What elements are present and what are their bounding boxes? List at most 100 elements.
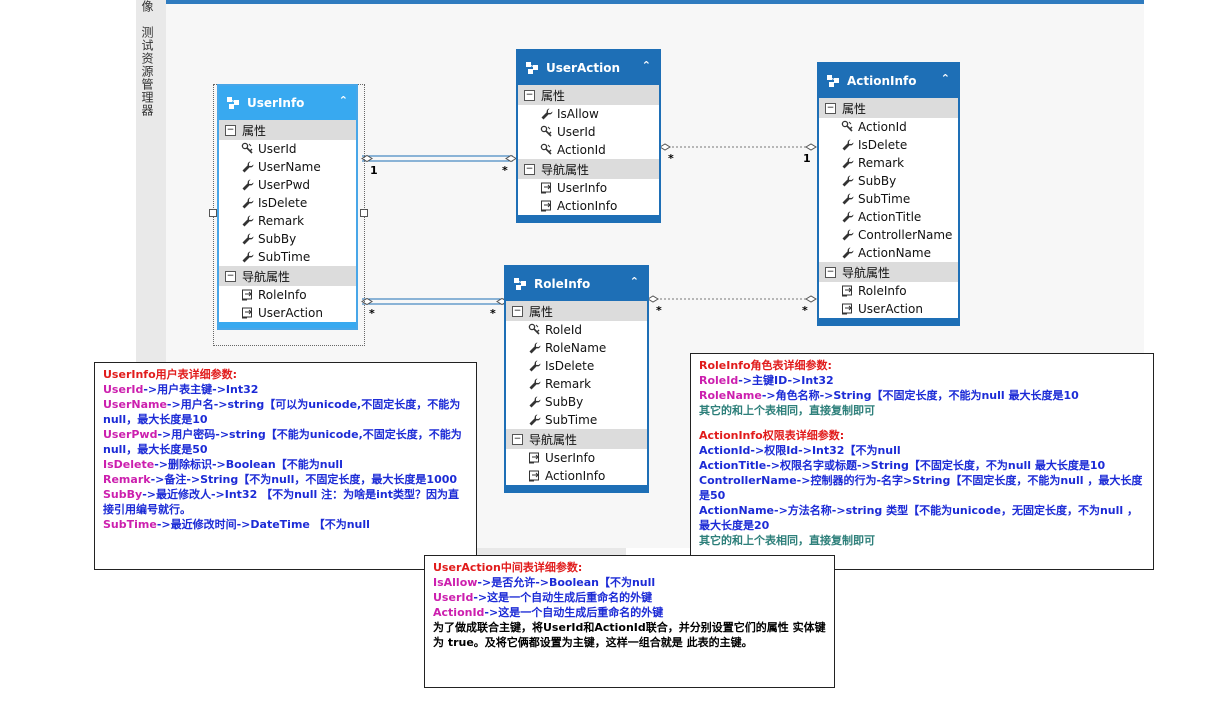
note-text: ->备注->String【不为null，不固定长度，最大长度是1000 [150,473,458,486]
note-text: ->最近修改人->Int32 【不为null 注：为啥是int类型？因为直接引用… [103,488,459,516]
entity-header[interactable]: RoleInfo⌃ [506,267,647,301]
scalar-property[interactable]: RoleId [506,321,647,339]
properties-section-header[interactable]: −属性 [819,98,958,118]
property-name: ActionTitle [858,210,922,224]
navigation-property[interactable]: UserAction [819,300,958,318]
navigation-section-header[interactable]: −导航属性 [506,429,647,449]
note-text: ->角色名称->String【不固定长度，不能为null 最大长度是10 [761,389,1079,402]
note-text: SubBy [103,488,143,501]
navigation-section-header[interactable]: −导航属性 [219,266,356,286]
properties-section-header[interactable]: −属性 [506,301,647,321]
note-text: 为了做成联合主键，将UserId和ActionId联合，并分别设置它们的属性 实… [433,621,830,649]
scalar-property[interactable]: ActionTitle [819,208,958,226]
entity-header[interactable]: UserAction⌃ [518,51,659,85]
navigation-property[interactable]: UserAction [219,304,356,322]
scalar-property[interactable]: IsDelete [219,194,356,212]
key-property-icon [841,120,855,134]
note-text: ->删除标识->Boolean【不能为null [154,458,343,471]
note-text: ActionId [433,606,485,619]
chevron-up-icon[interactable]: ⌃ [338,94,348,107]
scalar-property[interactable]: UserId [518,123,659,141]
chevron-up-icon[interactable]: ⌃ [641,59,651,72]
scalar-property[interactable]: ControllerName [819,226,958,244]
wrench-property-icon [841,246,855,260]
navigation-section-header[interactable]: −导航属性 [518,159,659,179]
note-line: ActionName->方法名称->string 类型【不能为unicode，无… [699,503,1145,533]
wrench-property-icon [241,196,255,210]
collapse-toggle-icon[interactable]: − [225,270,236,282]
scalar-property[interactable]: Remark [506,375,647,393]
collapse-toggle-icon[interactable]: − [524,163,535,175]
navigation-property-icon [528,469,542,483]
note-text: ->最近修改时间->DateTime 【不为null [156,518,370,531]
properties-section-header[interactable]: −属性 [518,85,659,105]
chevron-up-icon[interactable]: ⌃ [629,275,639,288]
scalar-property[interactable]: SubBy [219,230,356,248]
collapse-toggle-icon[interactable]: − [512,433,523,445]
navigation-property[interactable]: ActionInfo [518,197,659,215]
note-line: IsDelete->删除标识->Boolean【不能为null [103,457,468,472]
scalar-property[interactable]: IsAllow [518,105,659,123]
note-text: ->这是一个自动生成后重命名的外键 [484,606,664,619]
scalar-property[interactable]: SubTime [219,248,356,266]
resize-handle-left[interactable] [209,209,217,217]
navigation-property[interactable]: UserInfo [506,449,647,467]
side-tab-test-explorer[interactable]: 测试资源管理器 [140,26,154,117]
collapse-toggle-icon[interactable]: − [825,102,836,114]
scalar-property[interactable]: Remark [219,212,356,230]
key-property-icon [528,323,542,337]
scalar-property[interactable]: UserId [219,140,356,158]
association-userinfo-useraction[interactable] [361,154,517,163]
scalar-property[interactable]: IsDelete [506,357,647,375]
scalar-property[interactable]: ActionId [819,118,958,136]
entity-type-icon [513,277,527,291]
scalar-property[interactable]: ActionId [518,141,659,159]
side-tab-0[interactable]: 像 [140,0,154,13]
collapse-toggle-icon[interactable]: − [524,89,535,101]
collapse-toggle-icon[interactable]: − [225,124,236,136]
navigation-property[interactable]: ActionInfo [506,467,647,485]
entity-footer [819,318,958,324]
properties-section-header[interactable]: −属性 [219,120,356,140]
note-text: Remark [103,473,151,486]
navigation-property-icon [528,451,542,465]
property-name: RoleId [545,323,583,337]
association-userinfo-roleinfo[interactable] [361,297,508,306]
navigation-section-header[interactable]: −导航属性 [819,262,958,282]
scalar-property[interactable]: RoleName [506,339,647,357]
property-name: SubTime [858,192,911,206]
navigation-property[interactable]: UserInfo [518,179,659,197]
resize-handle-right[interactable] [360,209,368,217]
scalar-property[interactable]: SubBy [819,172,958,190]
chevron-up-icon[interactable]: ⌃ [940,72,950,85]
entity-header[interactable]: UserInfo⌃ [219,86,356,120]
navigation-name: UserInfo [557,181,608,195]
scalar-property[interactable]: SubTime [506,411,647,429]
scalar-property[interactable]: SubTime [819,190,958,208]
scalar-property[interactable]: SubBy [506,393,647,411]
note-useraction-params: UserAction中间表详细参数:IsAllow->是否允许->Boolean… [424,555,835,688]
scalar-property[interactable]: ActionName [819,244,958,262]
property-name: Remark [545,377,592,391]
scalar-property[interactable]: UserPwd [219,176,356,194]
navigation-property[interactable]: RoleInfo [219,286,356,304]
collapse-toggle-icon[interactable]: − [825,266,836,278]
navigation-property[interactable]: RoleInfo [819,282,958,300]
entity-header[interactable]: ActionInfo⌃ [819,64,958,98]
scalar-property[interactable]: IsDelete [819,136,958,154]
scalar-property[interactable]: Remark [819,154,958,172]
property-name: SubTime [258,250,311,264]
scalar-property[interactable]: UserName [219,158,356,176]
navigation-name: ActionInfo [545,469,606,483]
wrench-property-icon [528,341,542,355]
key-property-icon [241,142,255,156]
association-roleinfo-actioninfo[interactable] [647,295,817,303]
association-useraction-actioninfo[interactable] [659,143,817,151]
collapse-toggle-icon[interactable]: − [512,305,523,317]
wrench-property-icon [841,192,855,206]
